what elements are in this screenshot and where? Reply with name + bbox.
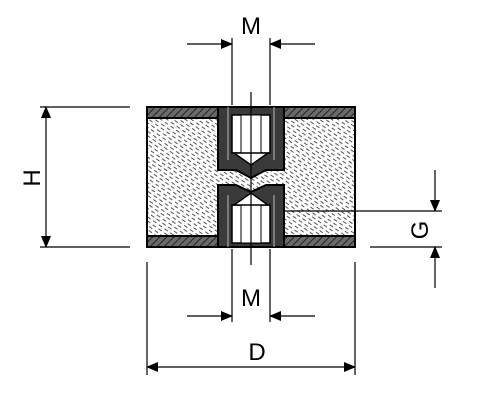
dimension-m-top: M xyxy=(187,13,315,105)
dimension-m-bottom: M xyxy=(187,249,315,322)
dimension-d: D xyxy=(146,262,356,375)
label-g: G xyxy=(407,221,434,240)
dimension-h: H xyxy=(19,106,130,248)
mount-body xyxy=(146,92,356,265)
label-h: H xyxy=(19,169,46,186)
label-d: D xyxy=(248,339,265,366)
dimension-g: G xyxy=(285,170,442,288)
label-m-top: M xyxy=(241,13,261,40)
label-m-bottom: M xyxy=(241,285,261,312)
